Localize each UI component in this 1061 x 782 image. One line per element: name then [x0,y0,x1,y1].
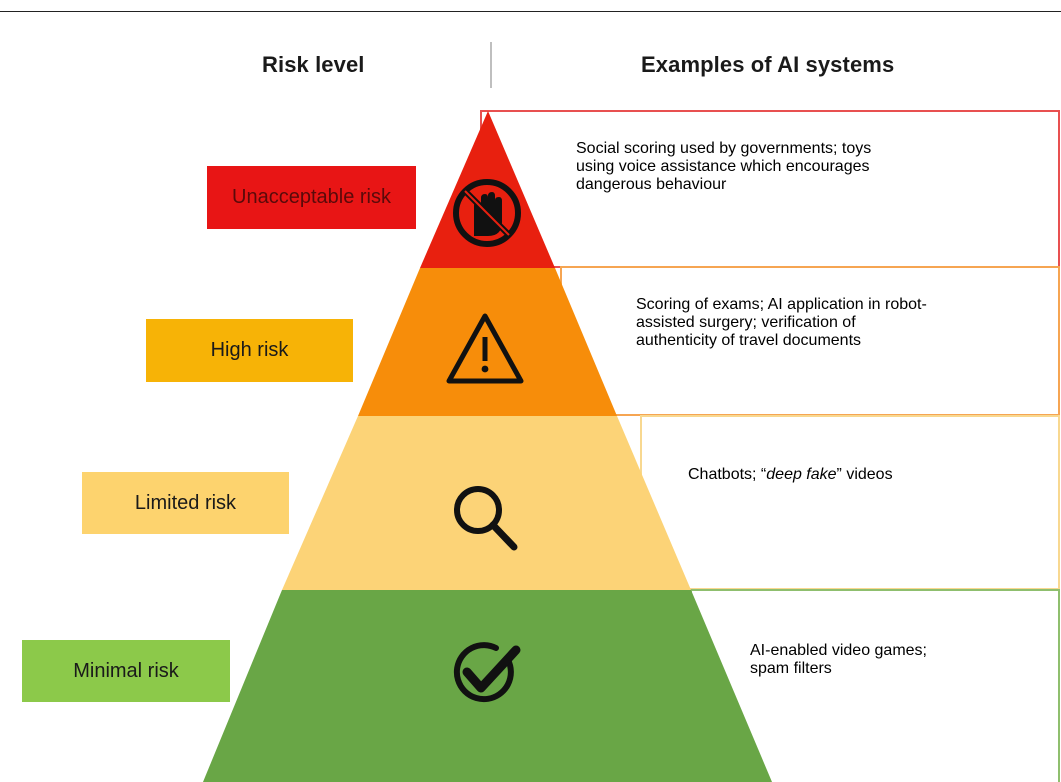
examples-text-limited-em: deep fake [766,466,837,483]
examples-text-limited: Chatbots; “deep fake” videos [688,466,893,484]
label-limited-risk: Limited risk [82,472,289,534]
examples-text-unacceptable: Social scoring used by governments; toys… [576,140,872,193]
prohibited-hand-icon [453,179,521,247]
examples-box-limited [640,415,1060,590]
header-divider [490,42,492,88]
label-high-risk: High risk [146,319,353,382]
examples-text-high: Scoring of exams; AI application in robo… [636,296,927,349]
warning-triangle-icon [446,313,524,384]
examples-text-limited-post: ” videos [836,466,893,483]
pyramid-tier-limited [282,416,691,590]
label-unacceptable-risk: Unacceptable risk [207,166,416,229]
examples-text-limited-pre: Chatbots; “ [688,466,767,483]
top-rule [0,11,1061,12]
pyramid-tier-unacceptable [420,111,555,268]
magnifier-icon [454,486,518,551]
examples-box-unacceptable [480,110,1060,268]
header-examples: Examples of AI systems [641,52,895,77]
examples-text-minimal: AI-enabled video games; spam filters [750,642,927,677]
examples-box-high [560,266,1060,416]
checkmark-circle-icon [453,642,521,703]
header-risk-level: Risk level [262,52,365,77]
label-minimal-risk: Minimal risk [22,640,230,702]
